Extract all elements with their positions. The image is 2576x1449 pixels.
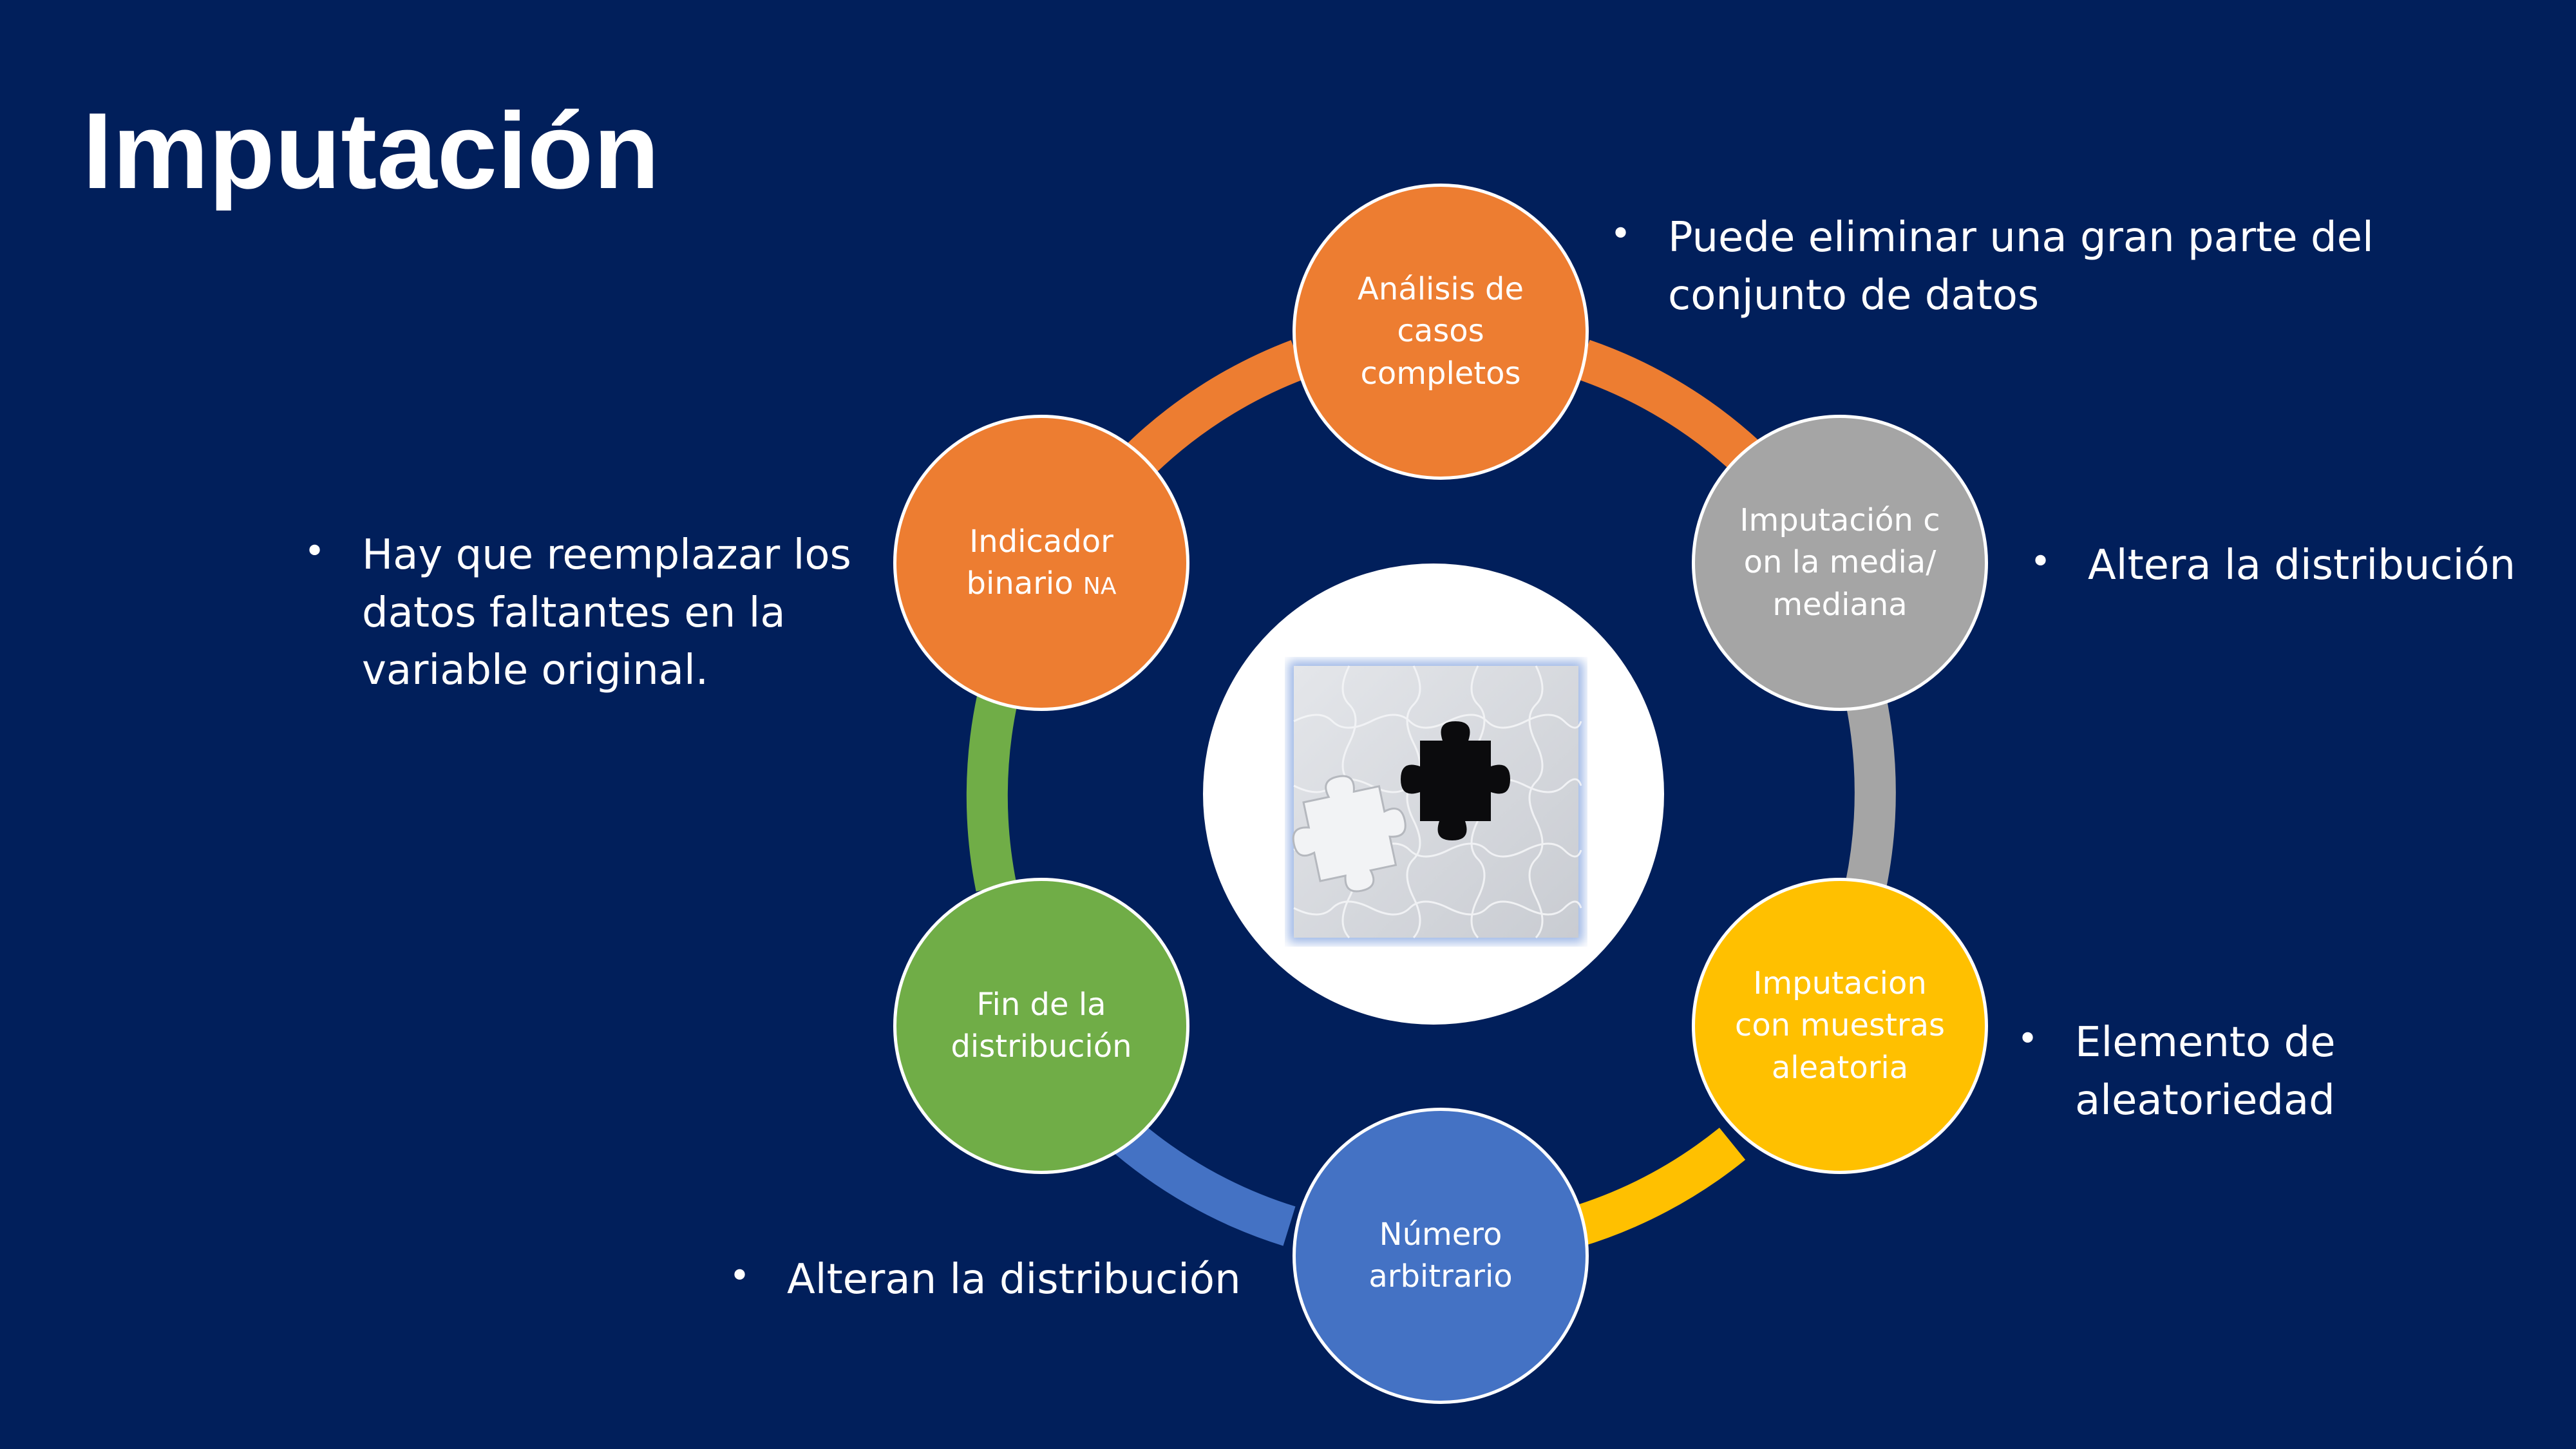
ring-segment-yellow (1567, 1128, 1746, 1247)
node-label: Indicador binario NA (966, 523, 1117, 601)
node-label: Imputación con la media/mediana (1739, 502, 1940, 623)
node-random-sample-imputation: Imputacion con muestras aleatoria (1692, 878, 1988, 1174)
note-text: Hay que reemplazar los datos faltantes e… (362, 531, 851, 695)
na-label: NA (1083, 573, 1117, 600)
ring-segment-blue (1101, 1112, 1296, 1246)
note-complete-case: • Puede eliminar una gran parte del conj… (1610, 209, 2402, 325)
ring-segment-gray (1845, 694, 1896, 891)
bullet: • (1610, 213, 1632, 255)
note-text: Alteran la distribución (787, 1256, 1241, 1303)
bullet: • (2017, 1018, 2039, 1060)
note-random-sample: • Elemento de aleatoriedad (2017, 1014, 2410, 1130)
puzzle-missing-piece-icon (1289, 661, 1584, 943)
node-label: Análisis de casos completos (1358, 271, 1524, 392)
node-end-of-distribution: Fin de la distribución (893, 878, 1189, 1174)
node-label: Número arbitrario (1368, 1216, 1513, 1294)
note-text: Altera la distribución (2088, 542, 2516, 589)
note-arbitrary-end: • Alteran la distribución (729, 1251, 1302, 1309)
node-label: Fin de la distribución (951, 986, 1132, 1065)
ring-segment-green (966, 694, 1018, 892)
node-mean-median-imputation: Imputación con la media/mediana (1692, 415, 1988, 711)
node-complete-case-analysis: Análisis de casos completos (1293, 184, 1589, 480)
note-text: Elemento de aleatoriedad (2075, 1019, 2336, 1124)
bullet: • (729, 1255, 751, 1297)
bullet: • (304, 531, 326, 573)
note-text: Puede eliminar una gran parte del conjun… (1668, 214, 2374, 319)
note-indicator: • Hay que reemplazar los datos faltantes… (304, 527, 864, 700)
note-mean-median: • Altera la distribución (2030, 537, 2564, 595)
bullet: • (2030, 541, 2052, 583)
node-binary-indicator: Indicador binario NA (893, 415, 1189, 711)
node-arbitrary-number: Número arbitrario (1293, 1108, 1589, 1404)
ring-segment-orange-left (1117, 340, 1306, 482)
node-label: Imputacion con muestras aleatoria (1734, 965, 1946, 1086)
page-title: Imputación (82, 90, 660, 211)
